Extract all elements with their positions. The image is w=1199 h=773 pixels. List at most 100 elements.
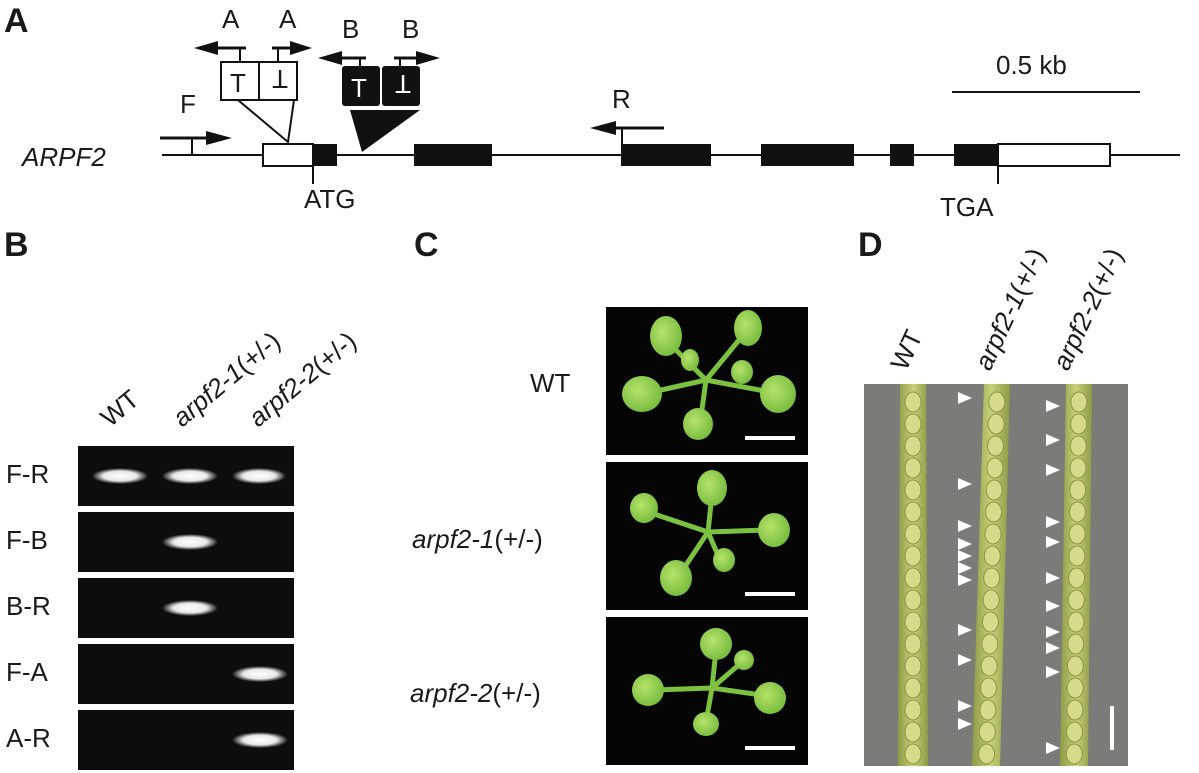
seed [904,457,922,479]
rosette-photo-wt [606,307,808,455]
rosette-photo-arpf2-1 [606,462,808,610]
silique-label-arpf2-1: arpf2-1(+/-) [968,243,1050,374]
exon-4 [761,144,854,166]
gel-row-label-b-r: B-R [6,591,51,621]
panel-a: A 0.5 kb ARPF2 ATG TGA F R [4,2,1180,222]
seed [904,721,922,743]
seed [984,523,1002,545]
gel-row-label-f-r: F-R [6,459,49,489]
seed [904,611,922,633]
arrowhead-marker [958,574,972,586]
seed [1067,611,1085,633]
arrowhead-marker [958,562,972,574]
primer-b-arrows [318,51,440,66]
arrowhead-marker [958,478,972,490]
gel-band [232,666,288,682]
gel-band [232,732,288,748]
svg-text:T: T [395,69,411,99]
seed [1065,743,1083,765]
seed [904,655,922,677]
arrowhead-marker [1046,536,1060,548]
seed [1068,567,1086,589]
seed [904,567,922,589]
seed [1066,721,1084,743]
panel-d: D WT arpf2-1(+/-) arpf2-2(+/-) [858,226,1129,766]
primer-b-right-label: B [402,14,419,44]
seed [1069,479,1087,501]
gel-row-label-f-a: F-A [6,657,49,687]
exon-2 [414,144,492,166]
arrowhead-marker [1046,600,1060,612]
arrowhead-marker [958,550,972,562]
seed [988,391,1006,413]
exon-3 [621,144,711,166]
seed [980,655,998,677]
atg-label: ATG [304,184,356,214]
svg-text:T: T [272,64,288,94]
seed [1067,633,1085,655]
seed [904,391,922,413]
utr-5prime [262,143,314,167]
primer-a-arrows [194,41,312,62]
seed [1066,655,1084,677]
svg-text:T: T [351,73,367,103]
rosette-photo-arpf2-2 [606,617,808,765]
seed [904,523,922,545]
seed [904,677,922,699]
svg-text:T: T [230,68,246,98]
arrowhead-marker [1046,464,1060,476]
gel-row-label-a-r: A-R [6,723,51,753]
seed [904,699,922,721]
panel-c: C WT arpf2-1(+/-) arpf2-2(+/-) [410,226,808,765]
arrowhead-marker [958,624,972,636]
seed [904,589,922,611]
seed [1066,677,1084,699]
rosette-label-arpf2-1: arpf2-1(+/-) [412,524,543,554]
utr-3prime [997,143,1111,167]
seed [983,567,1001,589]
seed [980,677,997,699]
seed [978,743,996,765]
seed [1070,391,1088,413]
primer-b-left-label: B [342,14,359,44]
arrowhead-marker [1046,666,1060,678]
gel-row-label-f-b: F-B [6,525,48,555]
primer-r-arrow [590,121,664,144]
primer-r-label: R [612,84,631,114]
arrowhead-marker [1046,400,1060,412]
panel-label-b: B [4,226,29,264]
seed [904,479,922,501]
seed [1070,413,1088,435]
gel-band [232,468,286,484]
seed [1069,501,1086,523]
gel-band [162,468,218,484]
seed [904,435,922,457]
arrowhead-marker [958,392,972,404]
panel-label-c: C [414,226,439,264]
gel-lane-label-wt: WT [95,384,145,433]
seed [904,501,922,523]
exon-6 [954,144,998,166]
seed [904,545,922,567]
panel-label-d: D [858,226,883,264]
arrowhead-marker [958,538,972,550]
seed [904,413,922,435]
arrowhead-marker [958,718,972,730]
seed [985,501,1003,523]
exon-1 [313,144,337,166]
arrowhead-marker [958,520,972,532]
rosette-label-arpf2-2: arpf2-2(+/-) [410,678,541,708]
rosette-label-wt: WT [530,368,571,398]
tdna-insertion-2: T T [342,66,420,152]
gel-band [92,468,148,484]
arrowhead-marker [1046,434,1060,446]
seed [1069,435,1087,457]
seed [981,611,999,633]
silique-photo [864,384,1128,766]
seed [1068,545,1086,567]
scale-label: 0.5 kb [996,50,1067,80]
silique-label-arpf2-2: arpf2-2(+/-) [1046,243,1128,374]
seed [1066,699,1084,721]
arrowhead-marker [958,654,972,666]
seed [981,633,999,655]
